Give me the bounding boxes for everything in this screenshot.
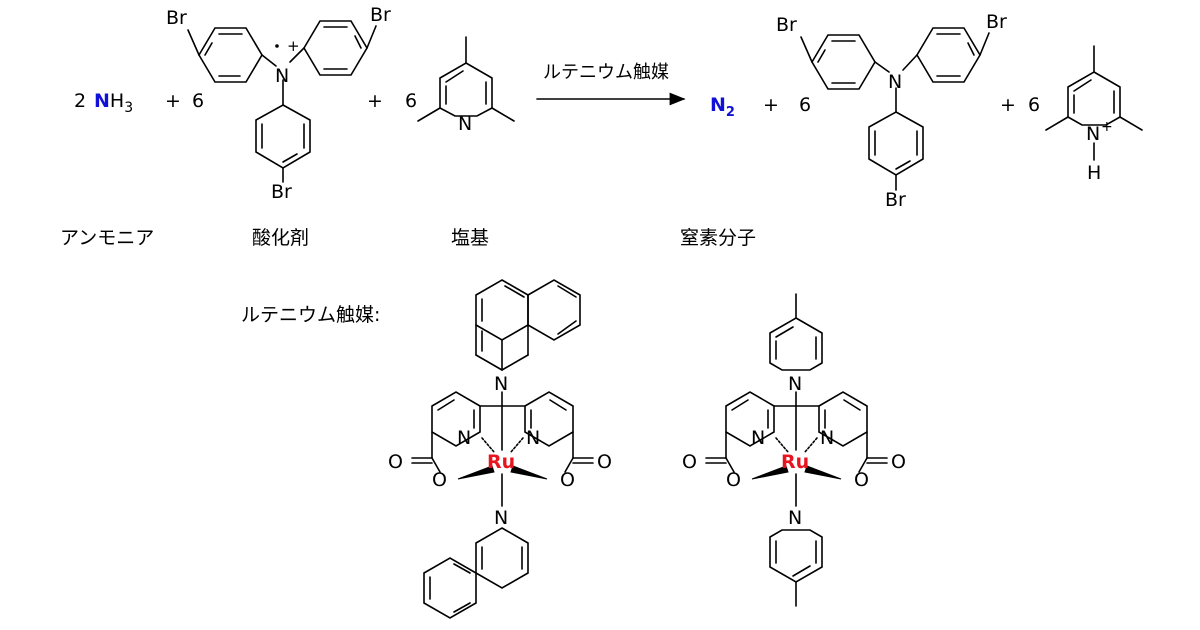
caption-base: 塩基 <box>451 227 490 249</box>
pyridinium-coefficient: 6 <box>1028 94 1041 116</box>
cat2-n-bottom: N <box>788 507 802 529</box>
cat1-n-top: N <box>494 373 508 395</box>
cat2-o-right-carbonyl: O <box>891 451 906 473</box>
oxidant-br-3: Br <box>271 181 292 203</box>
radical-dot <box>275 44 279 48</box>
pyridinium-charge: + <box>1101 119 1113 135</box>
cat1-n-bottom: N <box>494 507 508 529</box>
amine-coefficient: 6 <box>799 94 812 116</box>
cat2-o-right: O <box>854 469 869 491</box>
cat2-n-right: N <box>820 427 834 449</box>
oxidant-br-2: Br <box>370 4 391 26</box>
base-molecule <box>417 36 515 122</box>
plus-sign-4: + <box>1000 94 1016 116</box>
plus-sign-3: + <box>763 94 779 116</box>
oxidant-charge: + <box>287 37 300 55</box>
caption-oxidant: 酸化剤 <box>252 227 310 249</box>
dinitrogen-symbol: N <box>710 94 726 116</box>
caption-ammonia: アンモニア <box>60 227 155 249</box>
base-n: N <box>458 113 472 135</box>
plus-sign-2: + <box>367 90 383 112</box>
pyridinium-n: N <box>1086 123 1100 145</box>
cat1-n-right: N <box>526 427 540 449</box>
catalyst-picoline <box>705 293 888 607</box>
pyridinium-h: H <box>1087 162 1101 184</box>
cat2-o-left-carbonyl: O <box>682 451 697 473</box>
amine-br-2: Br <box>986 11 1007 33</box>
cat1-n-left: N <box>457 427 471 449</box>
cat1-o-left: O <box>432 469 447 491</box>
ammonia-hydrogen: H <box>109 90 125 112</box>
triarylamine-molecule <box>800 27 990 191</box>
pyridinium-molecule <box>1045 45 1143 161</box>
ammonia-nitrogen: N <box>94 90 110 112</box>
cat1-ru: Ru <box>487 451 515 473</box>
oxidant-molecule <box>187 20 377 183</box>
ammonia-coefficient: 2 <box>74 90 87 112</box>
cat2-n-top: N <box>788 373 802 395</box>
cat1-o-right-carbonyl: O <box>597 451 612 473</box>
base-coefficient: 6 <box>405 90 418 112</box>
amine-br-1: Br <box>776 14 797 36</box>
oxidant-coefficient: 6 <box>192 90 205 112</box>
catalyst-isoquinoline <box>411 279 594 619</box>
cat1-o-right: O <box>560 469 575 491</box>
amine-br-3: Br <box>885 189 906 211</box>
cat1-o-left-carbonyl: O <box>388 451 403 473</box>
ammonia-formula: NH3 <box>94 92 133 115</box>
cat2-ru: Ru <box>781 451 809 473</box>
oxidant-br-1: Br <box>166 7 187 29</box>
product-dinitrogen: N2 <box>710 96 735 119</box>
catalyst-heading: ルテニウム触媒: <box>241 304 381 326</box>
caption-nitrogen: 窒素分子 <box>680 227 757 249</box>
cat2-n-left: N <box>751 427 765 449</box>
amine-n: N <box>888 71 902 93</box>
dinitrogen-subscript: 2 <box>725 104 735 120</box>
arrow-label: ルテニウム触媒 <box>543 62 669 83</box>
oxidant-n: N <box>275 65 289 87</box>
cat2-o-left: O <box>726 469 741 491</box>
plus-sign-1: + <box>165 90 181 112</box>
ammonia-subscript: 3 <box>124 99 134 116</box>
